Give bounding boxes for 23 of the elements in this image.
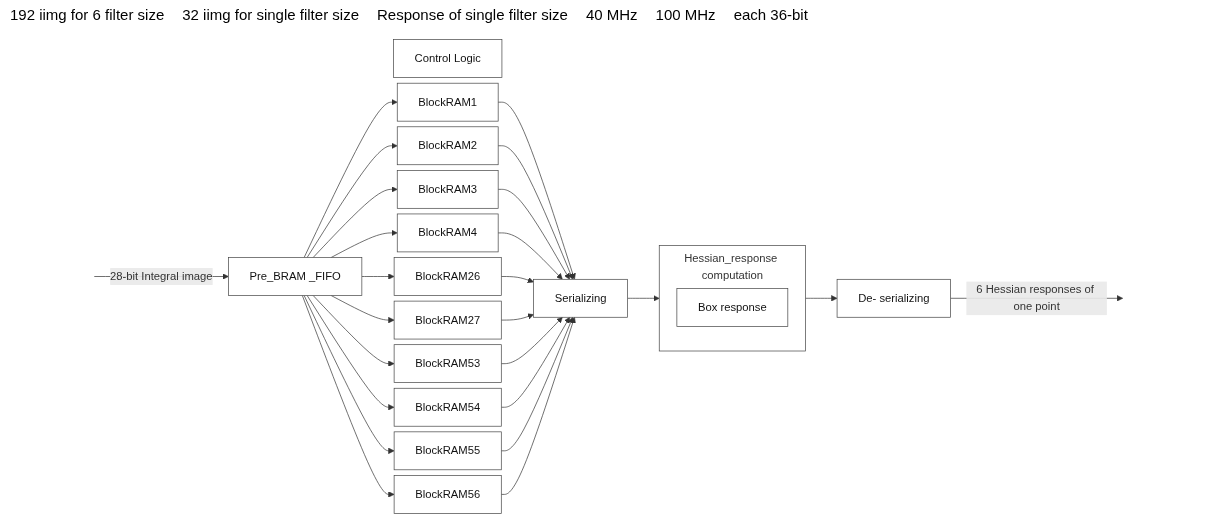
node-box: Serializing [533,278,628,318]
node-box: Box response [676,288,789,327]
note-text: each 36-bit [733,6,808,25]
edge-label: 28-bit Integral image [110,270,213,283]
node-box: BlockRAM54 [393,387,502,427]
node-box: BlockRAM53 [393,344,502,383]
node-box: BlockRAM2 [396,126,499,166]
node-box: BlockRAM56 [393,475,502,514]
node-box: BlockRAM26 [393,257,502,296]
node-box: Pre_BRAM _FIFO [228,257,363,296]
note-text: Response of single filter size [376,6,568,25]
node-box: BlockRAM4 [396,213,499,253]
edge-label: 6 Hessian responses of one point [976,283,1094,313]
node-box: De- serializing [836,278,951,318]
node-box: BlockRAM27 [393,300,502,340]
note-text: 192 iimg for 6 filter size [10,6,165,25]
node-box: BlockRAM3 [396,170,499,209]
note-text: 32 iimg for single filter size [182,6,359,25]
note-text: 40 MHz [585,6,638,25]
node-box: Control Logic [393,39,503,78]
node-box: BlockRAM1 [396,82,499,122]
note-text: 100 MHz [655,6,716,25]
node-box: BlockRAM55 [393,431,502,471]
